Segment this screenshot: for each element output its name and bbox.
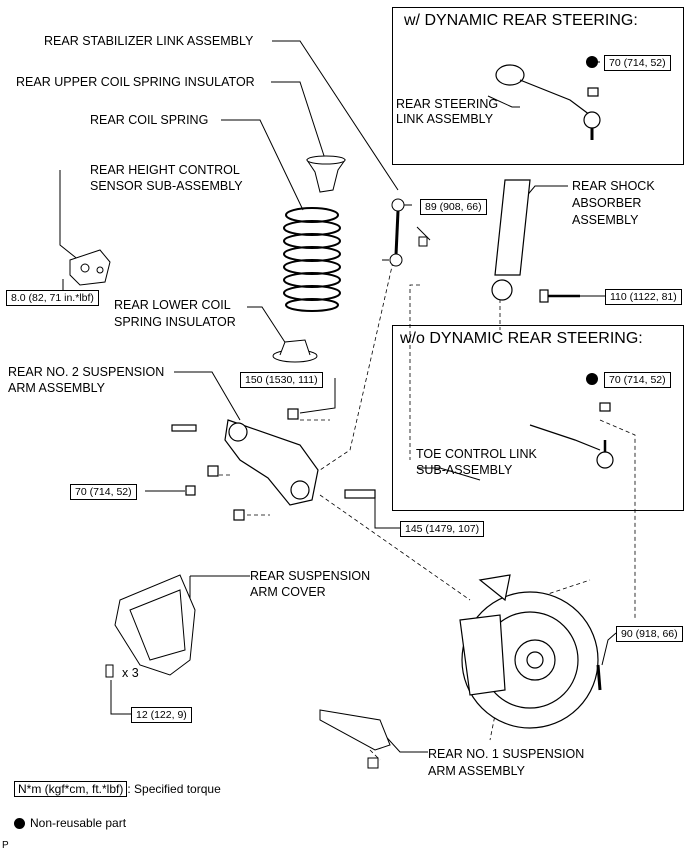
label-no2-arm-1: REAR NO. 2 SUSPENSION [8, 365, 165, 379]
with-drs-title: w/ DYNAMIC REAR STEERING: [404, 12, 638, 29]
label-coil-spring: REAR COIL SPRING [90, 113, 209, 127]
torque-arm-nut: 70 (714, 52) [70, 484, 137, 500]
label-no1-arm-1: REAR NO. 1 SUSPENSION [428, 747, 585, 761]
nonreusable-marker-toe [586, 373, 598, 385]
without-drs-frame [392, 325, 684, 511]
label-steering-link-1: REAR STEERING [396, 97, 499, 111]
label-steering-link-2: LINK ASSEMBLY [396, 112, 494, 126]
torque-knuckle: 90 (918, 66) [616, 626, 683, 642]
label-toe-link-1: TOE CONTROL LINK [416, 447, 537, 461]
torque-steer: 70 (714, 52) [604, 55, 671, 71]
torque-sensor: 8.0 (82, 71 in.*lbf) [6, 290, 99, 306]
label-height-sensor-1: REAR HEIGHT CONTROL [90, 163, 240, 177]
torque-arm2: 150 (1530, 111) [240, 372, 323, 388]
torque-toe: 70 (714, 52) [604, 372, 671, 388]
label-quantity: x 3 [122, 666, 139, 680]
torque-link: 89 (908, 66) [420, 199, 487, 215]
nonreusable-legend-icon [14, 818, 25, 829]
legend-unit: N*m (kgf*cm, ft.*lbf) [14, 781, 128, 797]
label-arm-cover-1: REAR SUSPENSION [250, 569, 371, 583]
label-no2-arm-2: ARM ASSEMBLY [8, 381, 106, 395]
footer-code: P [2, 840, 9, 851]
torque-shock: 110 (1122, 81) [605, 289, 682, 305]
torque-arm-bolt: 145 (1479, 107) [400, 521, 485, 537]
label-arm-cover-2: ARM COVER [250, 585, 326, 599]
label-stabilizer-link: REAR STABILIZER LINK ASSEMBLY [44, 34, 254, 48]
legend-torque: N*m (kgf*cm, ft.*lbf): Specified torque [14, 781, 221, 797]
torque-cover: 12 (122, 9) [131, 707, 192, 723]
without-drs-title: w/o DYNAMIC REAR STEERING: [400, 330, 643, 347]
legend-unit-desc: : Specified torque [127, 782, 221, 796]
label-lower-insulator-2: SPRING INSULATOR [114, 315, 236, 329]
label-shock-1: REAR SHOCK [572, 179, 655, 193]
label-toe-link-2: SUB-ASSEMBLY [416, 463, 513, 477]
nonreusable-marker-steer [586, 56, 598, 68]
label-lower-insulator-1: REAR LOWER COIL [114, 298, 231, 312]
legend-nonreusable: Non-reusable part [30, 816, 127, 830]
label-height-sensor-2: SENSOR SUB-ASSEMBLY [90, 179, 243, 193]
with-drs-frame [392, 7, 684, 165]
label-shock-2: ABSORBER [572, 196, 642, 210]
label-no1-arm-2: ARM ASSEMBLY [428, 764, 526, 778]
label-shock-3: ASSEMBLY [572, 213, 639, 227]
label-upper-insulator: REAR UPPER COIL SPRING INSULATOR [16, 75, 255, 89]
